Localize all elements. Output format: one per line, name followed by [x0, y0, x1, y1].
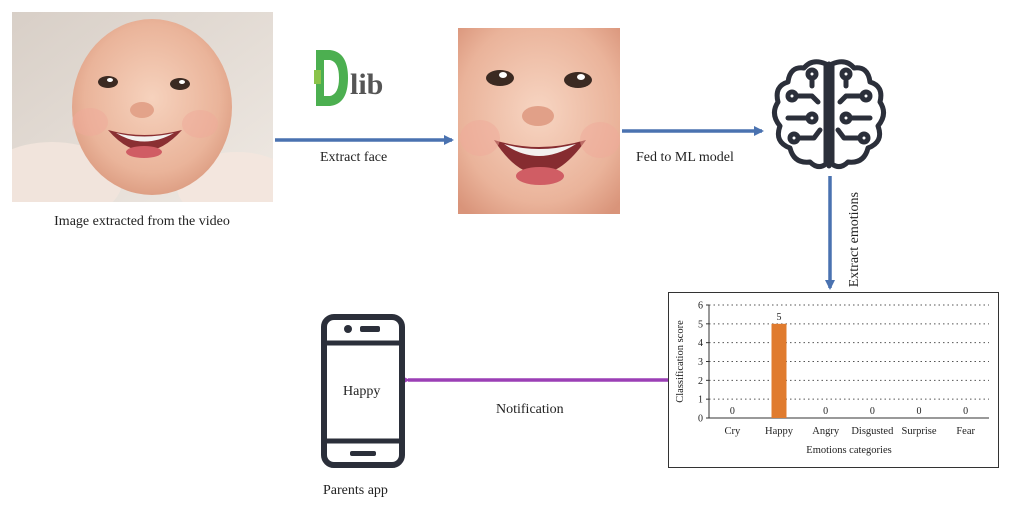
data-label: 5 — [777, 312, 782, 323]
x-tick-label: Surprise — [902, 426, 937, 437]
phone-screen-text: Happy — [343, 384, 381, 399]
bar-happy — [771, 323, 787, 418]
logo-text: lib — [350, 68, 383, 101]
phone-caption: Parents app — [323, 483, 388, 498]
y-axis-label: Classification score — [675, 320, 686, 403]
y-tick-label: 2 — [698, 376, 703, 387]
baby-photo — [12, 12, 273, 202]
x-tick-label: Disgusted — [851, 426, 894, 437]
extract-emotions-label: Extract emotions — [847, 192, 862, 288]
extract-face-label: Extract face — [320, 150, 388, 165]
data-label: 0 — [823, 406, 828, 417]
y-tick-label: 6 — [698, 301, 703, 312]
x-tick-label: Happy — [765, 426, 794, 437]
data-label: 0 — [917, 406, 922, 417]
dlib-logo: lib — [312, 48, 407, 110]
x-tick-label: Cry — [724, 426, 741, 437]
y-tick-label: 1 — [698, 395, 703, 406]
notification-label: Notification — [496, 402, 564, 417]
y-tick-label: 5 — [698, 319, 703, 330]
x-tick-label: Fear — [956, 426, 975, 437]
source-caption: Image extracted from the video — [54, 214, 230, 229]
brain-circuit-icon — [768, 56, 890, 174]
x-axis-label: Emotions categories — [806, 445, 891, 456]
x-tick-label: Angry — [812, 426, 840, 437]
data-label: 0 — [963, 406, 968, 417]
smartphone-icon — [320, 313, 406, 469]
y-tick-label: 4 — [698, 338, 703, 349]
data-label: 0 — [870, 406, 875, 417]
y-tick-label: 0 — [698, 414, 703, 425]
face-crop-photo — [458, 28, 620, 214]
data-label: 0 — [730, 406, 735, 417]
fed-to-model-label: Fed to ML model — [636, 150, 734, 165]
y-tick-label: 3 — [698, 357, 703, 368]
